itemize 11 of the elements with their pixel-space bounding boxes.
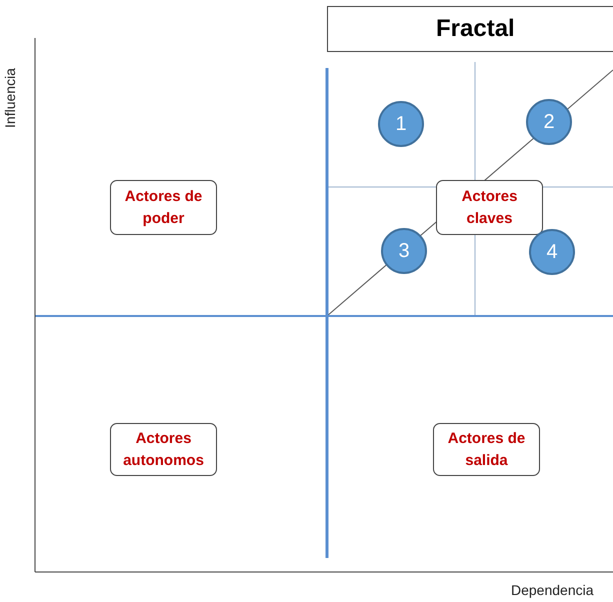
title: Fractal	[327, 6, 613, 52]
number-circle: 1	[378, 101, 424, 147]
quadrant-label-box: Actores claves	[436, 180, 543, 235]
quadrant-label-box: Actores autonomos	[110, 423, 217, 476]
axis-label: Dependencia	[511, 582, 594, 598]
quadrant-label-box: Actores de salida	[433, 423, 540, 476]
axis-label: Influencia	[2, 68, 18, 128]
quadrant-label-box: Actores de poder	[110, 180, 217, 235]
number-circle: 2	[526, 99, 572, 145]
number-circle: 3	[381, 228, 427, 274]
number-circle: 4	[529, 229, 575, 275]
